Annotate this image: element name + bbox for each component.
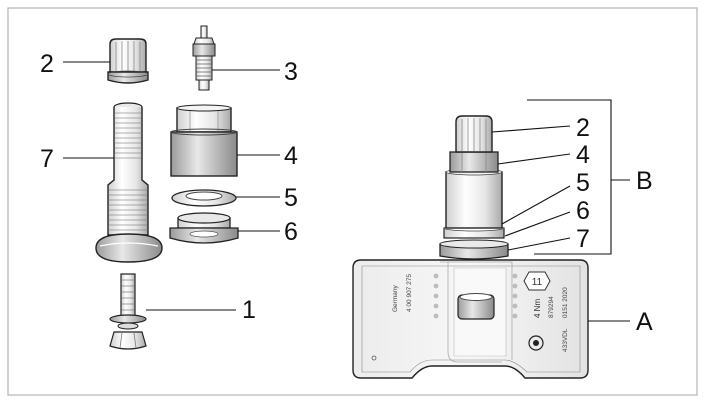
sensor-serial: 879294 [548, 296, 555, 318]
sensor-torque: 4 Nm [533, 299, 542, 318]
sensor-origin-text: Germany [392, 285, 399, 312]
right-leader-lines [491, 99, 630, 322]
nut-part [170, 104, 238, 177]
sensor-badge-hex [523, 271, 551, 291]
sensor-part-number: 4 00 907 275 [406, 274, 413, 312]
callout-right-5: 5 [576, 169, 590, 197]
callout-left-2: 2 [40, 50, 54, 78]
callout-left-7: 7 [40, 145, 54, 173]
tpms-sensor-body: 11 [352, 259, 589, 379]
callout-left-4: 4 [284, 142, 298, 170]
assembled-valve-stack [439, 115, 509, 260]
callout-right-b: B [636, 167, 653, 195]
grommet-part [169, 212, 239, 244]
callout-left-6: 6 [284, 218, 298, 246]
washer-part [171, 189, 237, 207]
callout-right-a: A [636, 308, 653, 336]
callout-right-2: 2 [576, 114, 590, 142]
left-leader-lines [63, 61, 280, 311]
callout-left-3: 3 [284, 58, 298, 86]
sensor-model-code: 433VDL [562, 328, 569, 352]
frame-border [7, 7, 698, 396]
valve-cap-part [107, 38, 149, 84]
screw-part [109, 273, 147, 350]
valve-core-part [192, 25, 216, 91]
gear-stamp-icon [528, 335, 544, 351]
callout-left-5: 5 [284, 184, 298, 212]
callout-right-6: 6 [576, 197, 590, 225]
valve-stem-part [95, 102, 163, 263]
sensor-badge-text: 11 [532, 277, 543, 288]
callout-left-1: 1 [242, 296, 256, 324]
callout-right-7: 7 [576, 225, 590, 253]
sensor-date-code: 0151 2020 [562, 287, 569, 318]
callout-right-4: 4 [576, 141, 590, 169]
